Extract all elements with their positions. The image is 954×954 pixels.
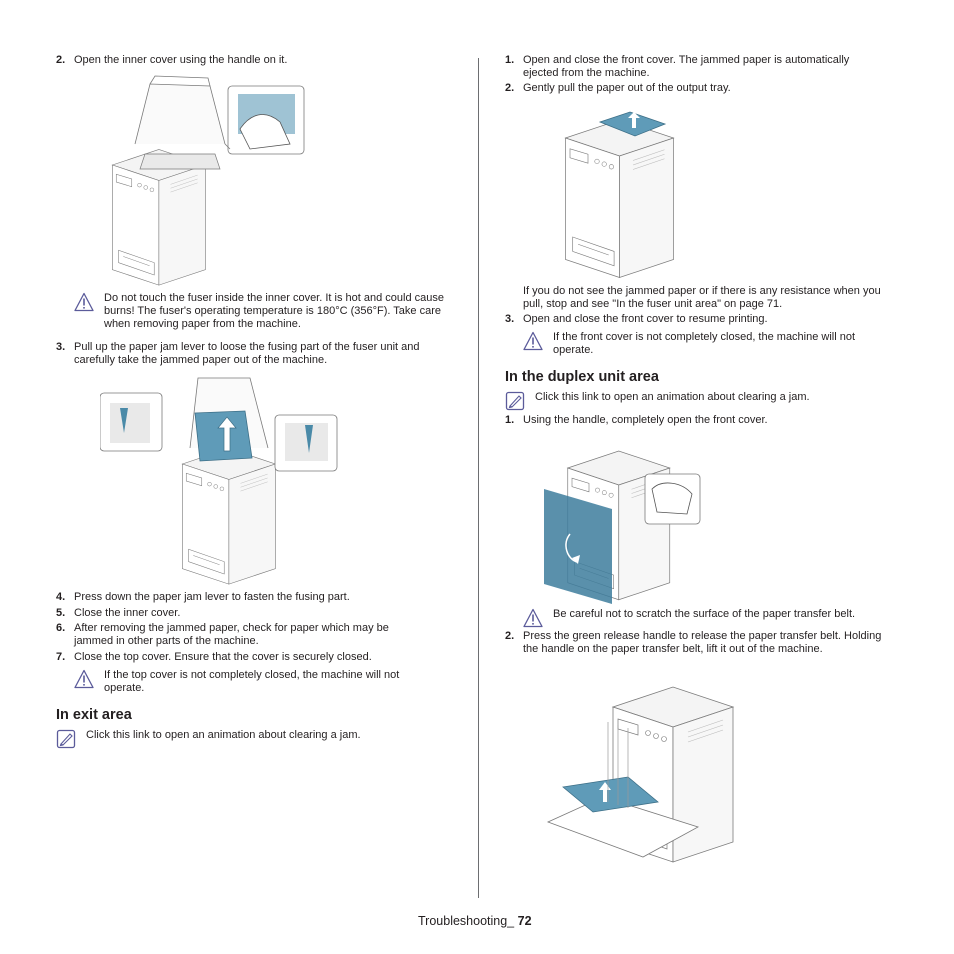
warning-front-cover: If the front cover is not completely clo… (505, 331, 900, 361)
warning-icon (74, 292, 94, 312)
footer-section: Troubleshooting_ (418, 914, 515, 928)
memo-icon (56, 729, 76, 749)
warning-transfer-belt: Be careful not to scratch the surface of… (505, 608, 900, 630)
figure-output-tray (540, 102, 695, 282)
exit-animation-link[interactable]: Click this link to open an animation abo… (86, 729, 361, 741)
warning-icon (523, 608, 543, 628)
figure-transfer-belt (543, 662, 743, 872)
warning-fuser-hot: Do not touch the fuser inside the inner … (56, 292, 456, 332)
figure-open-inner-cover (90, 74, 340, 289)
memo-exit-animation[interactable]: Click this link to open an animation abo… (56, 729, 456, 751)
page-number: 72 (517, 914, 532, 928)
figure-pull-jammed-paper (99, 373, 340, 588)
memo-duplex-animation[interactable]: Click this link to open an animation abo… (505, 391, 900, 413)
memo-icon (505, 391, 525, 411)
figure-open-front-cover (542, 434, 702, 604)
heading-exit-area: In exit area (56, 707, 132, 723)
warning-icon (523, 331, 543, 351)
warning-top-cover: If the top cover is not completely close… (56, 669, 456, 699)
duplex-animation-link[interactable]: Click this link to open an animation abo… (535, 391, 810, 403)
page-footer: Troubleshooting_ 72 (418, 914, 532, 928)
heading-duplex-unit-area: In the duplex unit area (505, 369, 659, 385)
column-divider (478, 58, 479, 898)
warning-icon (74, 669, 94, 689)
